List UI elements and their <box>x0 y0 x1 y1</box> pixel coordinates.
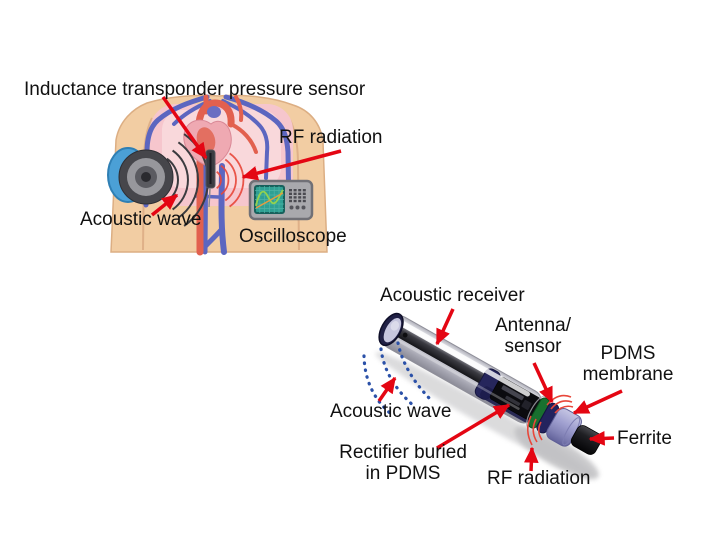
arrow-antenna-sensor <box>532 362 554 404</box>
arrow-acoustic-receiver <box>435 308 455 346</box>
label-acoustic-receiver: Acoustic receiver <box>380 285 525 306</box>
label-oscilloscope: Oscilloscope <box>239 226 347 247</box>
arrow-acoustic-top <box>150 193 179 217</box>
probe-illustration <box>362 312 603 480</box>
label-inductance-sensor: Inductance transponder pressure sensor <box>24 79 366 100</box>
label-antenna-sensor: Antenna/ sensor <box>494 315 572 357</box>
acoustic-transducer-icon <box>107 147 174 205</box>
label-rectifier: Rectifier buried in PDMS <box>339 442 467 484</box>
acoustic-receiver-rod <box>394 326 493 388</box>
arrow-ferrite <box>588 431 615 446</box>
label-rf-radiation-top: RF radiation <box>279 127 383 148</box>
oscilloscope-buttons <box>289 189 306 210</box>
arrow-inductance-sensor <box>161 95 208 160</box>
arrow-rf-top <box>241 149 342 181</box>
implant-icon <box>205 149 216 208</box>
label-ferrite: Ferrite <box>617 428 672 449</box>
annotation-arrows <box>150 95 623 472</box>
arrow-pdms-membrane <box>572 389 623 415</box>
acoustic-wave-dots <box>362 341 432 416</box>
arrow-rf-bottom <box>524 446 539 472</box>
label-acoustic-wave-top: Acoustic wave <box>80 209 202 230</box>
probe-end-cap <box>378 312 404 347</box>
arrow-rectifier <box>436 403 511 450</box>
oscilloscope-waveform <box>255 189 284 207</box>
arrow-acoustic-bottom <box>377 376 397 402</box>
label-rf-radiation-bottom: RF radiation <box>487 468 591 489</box>
label-acoustic-wave-bottom: Acoustic wave <box>330 401 452 422</box>
label-pdms-membrane: PDMS membrane <box>582 343 674 385</box>
oscilloscope-icon <box>248 179 314 221</box>
veins <box>143 94 292 255</box>
